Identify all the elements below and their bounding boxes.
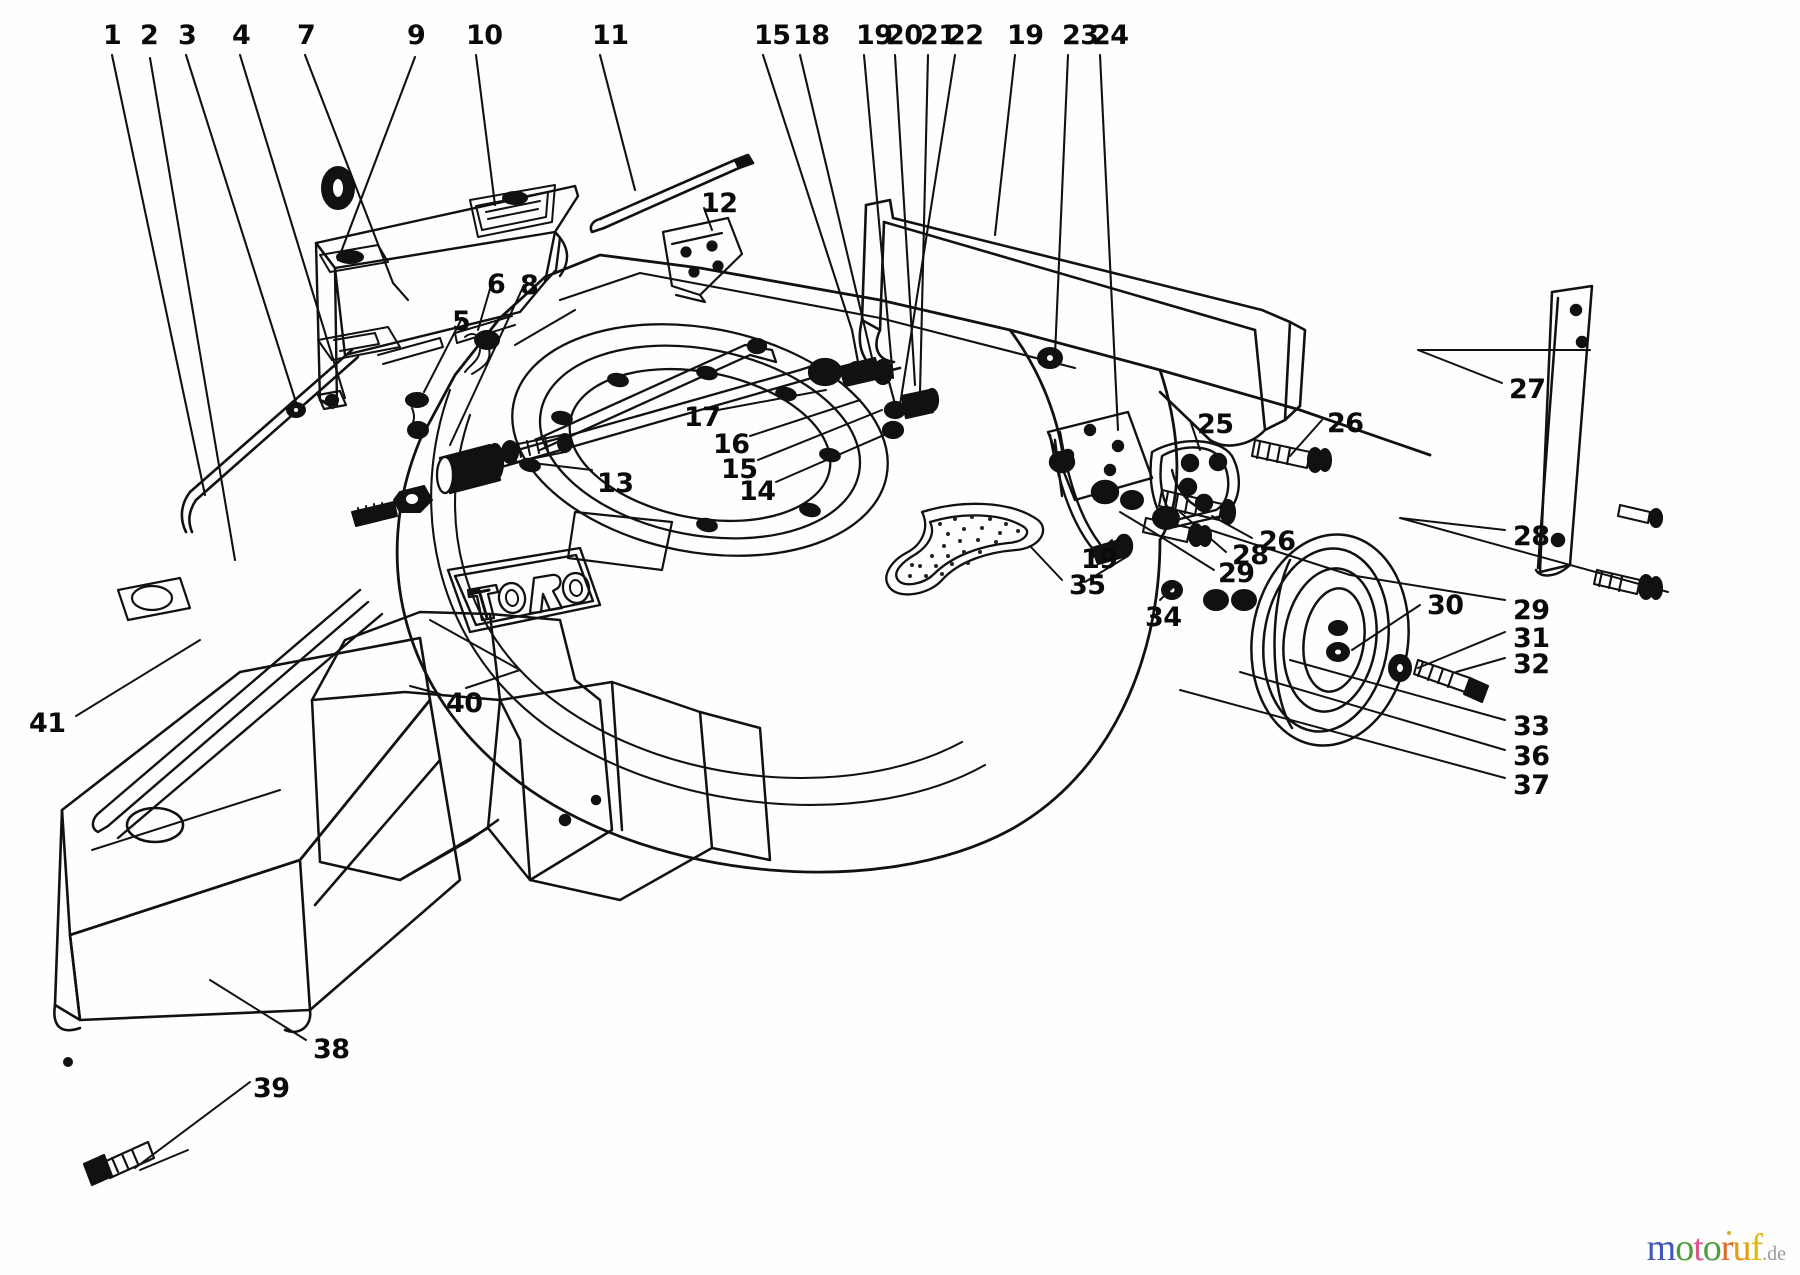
part-rail-slot xyxy=(116,576,192,622)
callout-21: 21 xyxy=(920,20,957,51)
deck-grip-texture xyxy=(908,515,1020,578)
callout-14: 14 xyxy=(739,476,776,507)
callout-26-b: 26 xyxy=(1259,526,1296,557)
callout-1: 1 xyxy=(103,20,122,51)
watermark-letter-f: f xyxy=(1750,1227,1763,1269)
callout-41: 41 xyxy=(29,708,66,739)
part-hardware-cluster-a xyxy=(847,328,940,440)
part-mount-bracket xyxy=(661,216,744,304)
part-clip-plate xyxy=(317,326,401,361)
callout-13: 13 xyxy=(597,468,634,499)
part-bumper-detail xyxy=(63,789,281,1067)
part-wheel-hub xyxy=(1231,589,1350,662)
callout-16: 16 xyxy=(713,429,750,460)
callout-28-a: 28 xyxy=(1513,521,1550,552)
watermark-letter-o1: o xyxy=(1675,1227,1694,1269)
part-shield-bushing xyxy=(1037,347,1063,369)
part-axle-bolt-32 xyxy=(1412,658,1490,704)
callout-12: 12 xyxy=(701,188,738,219)
callout-35: 35 xyxy=(1069,570,1106,601)
part-grommet-ring xyxy=(321,166,355,210)
callout-3: 3 xyxy=(178,20,197,51)
leader-lines-top xyxy=(110,53,1120,562)
callout-8: 8 xyxy=(520,270,539,301)
callout-40: 40 xyxy=(446,688,483,719)
callout-24: 24 xyxy=(1092,20,1129,51)
callout-31: 31 xyxy=(1513,623,1550,654)
watermark-letter-m: m xyxy=(1646,1227,1677,1269)
callout-10: 10 xyxy=(466,20,503,51)
watermark-letter-t: t xyxy=(1693,1227,1704,1269)
callout-32: 32 xyxy=(1513,649,1550,680)
leader-lines-right xyxy=(1084,349,1669,779)
callout-19-b: 19 xyxy=(1007,20,1044,51)
part-tab-bracket xyxy=(316,389,348,411)
callout-34: 34 xyxy=(1145,602,1182,633)
deck-label-plate xyxy=(566,510,674,572)
deck-contour-lines xyxy=(430,271,1077,806)
callout-6: 6 xyxy=(487,269,506,300)
callout-22: 22 xyxy=(947,20,984,51)
callout-37: 37 xyxy=(1513,770,1550,801)
callout-5: 5 xyxy=(452,306,471,337)
deck-textured-grip xyxy=(885,502,1045,596)
callout-17: 17 xyxy=(684,402,721,433)
part-bumper-rail xyxy=(91,588,384,840)
callout-20: 20 xyxy=(886,20,923,51)
part-long-rod xyxy=(589,153,755,234)
callout-18: 18 xyxy=(793,20,830,51)
part-bolt-left xyxy=(351,501,398,527)
part-roller-spacer xyxy=(435,442,505,495)
part-decal-plate xyxy=(469,184,556,238)
part-support-linkage xyxy=(1048,430,1134,566)
part-rod-upper xyxy=(533,337,778,452)
callout-7: 7 xyxy=(297,20,316,51)
part-rear-skirt-panel xyxy=(498,680,772,902)
callout-11: 11 xyxy=(592,20,629,51)
callout-28-b: 28 xyxy=(1232,540,1269,571)
part-long-bolt-upper xyxy=(1250,438,1333,474)
part-bolt-spindle xyxy=(501,433,573,464)
callout-9: 9 xyxy=(407,20,426,51)
callout-25: 25 xyxy=(1197,409,1234,440)
part-bolt-28-right xyxy=(1616,503,1664,529)
leader-lines-bottom xyxy=(75,545,1063,1171)
watermark-letter-o2: o xyxy=(1702,1227,1722,1269)
callout-36: 36 xyxy=(1513,741,1550,772)
part-handle-rod xyxy=(180,348,360,534)
callout-30: 30 xyxy=(1427,590,1464,621)
leader-lines-left xyxy=(423,207,713,446)
watermark-dot-accent xyxy=(1727,1231,1731,1235)
callout-27: 27 xyxy=(1509,374,1546,405)
callout-29-b: 29 xyxy=(1513,595,1550,626)
part-washer-31 xyxy=(1388,654,1412,682)
part-rear-shield xyxy=(858,198,1307,447)
watermark-letter-r: r xyxy=(1720,1227,1734,1269)
callout-26-a: 26 xyxy=(1327,408,1364,439)
motoruf-watermark: motoruf.de xyxy=(1647,1229,1786,1267)
callout-2: 2 xyxy=(140,20,159,51)
callout-19-a: 19 xyxy=(856,20,893,51)
callout-39: 39 xyxy=(253,1073,290,1104)
part-wheel-assembly xyxy=(1250,533,1410,747)
callout-19-c: 19 xyxy=(1081,544,1118,575)
part-spring-rod xyxy=(377,315,516,375)
watermark-suffix: .de xyxy=(1762,1243,1786,1265)
part-bolt-39 xyxy=(82,1140,156,1187)
part-grommet-bottom xyxy=(286,402,306,418)
callout-15-top: 15 xyxy=(754,20,791,51)
callout-38: 38 xyxy=(313,1034,350,1065)
part-nut-left xyxy=(393,485,433,513)
callout-15: 15 xyxy=(721,454,758,485)
callout-33: 33 xyxy=(1513,711,1550,742)
callout-4: 4 xyxy=(232,20,251,51)
part-pad-plate xyxy=(319,244,389,273)
watermark-letter-u: u xyxy=(1732,1227,1751,1269)
callout-29-a: 29 xyxy=(1218,558,1255,589)
callout-23: 23 xyxy=(1062,20,1099,51)
leader-lines-center xyxy=(523,389,901,483)
